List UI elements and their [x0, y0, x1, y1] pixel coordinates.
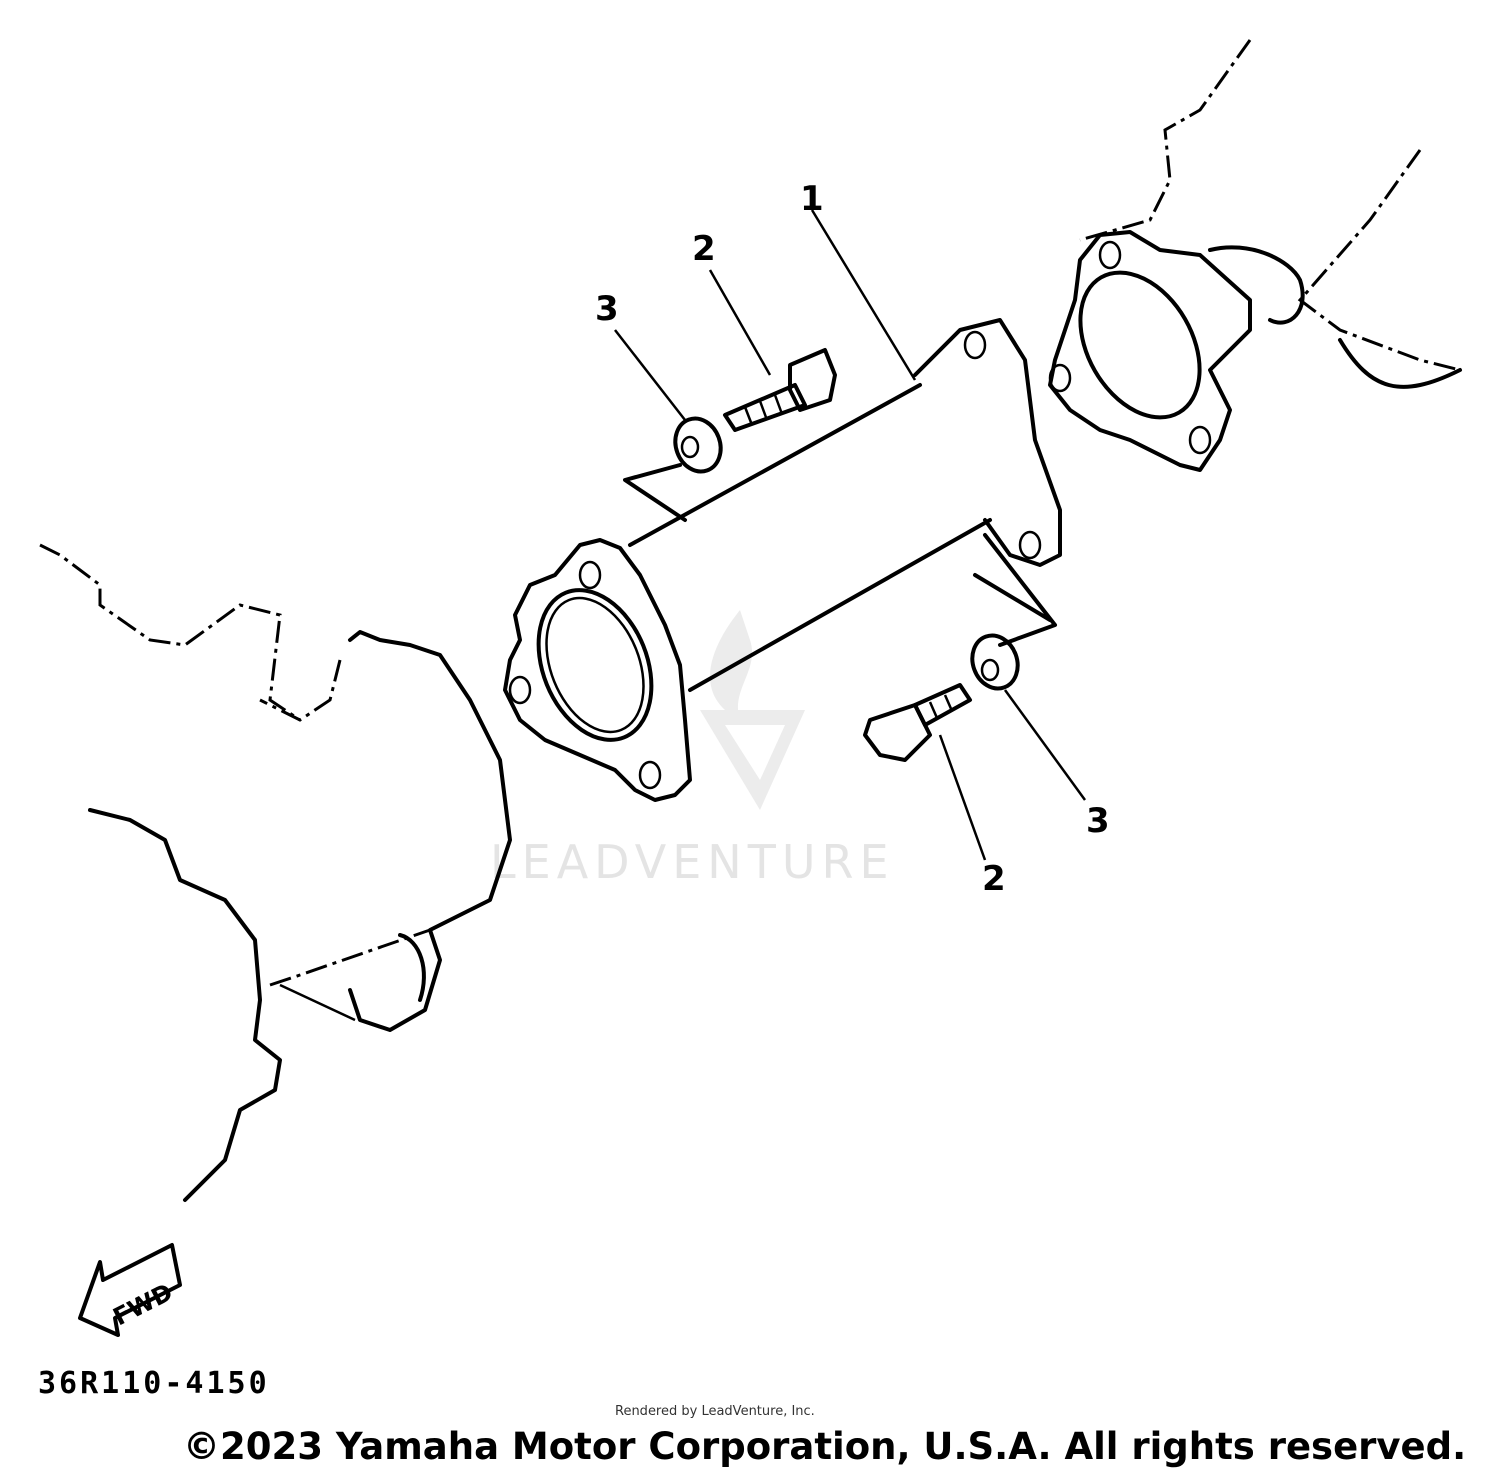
engine-left-outline — [39, 543, 512, 1202]
engine-right-outline — [1048, 39, 1462, 472]
leader-lines — [614, 209, 1087, 861]
fwd-label: FWD — [109, 1278, 178, 1331]
bolt-lower[interactable] — [863, 683, 972, 762]
watermark-text: LEADVENTURE — [490, 835, 895, 889]
callout-2-lower: 2 — [982, 859, 1006, 899]
callout-2-upper: 2 — [692, 229, 716, 269]
pipe-part-1[interactable] — [503, 318, 1062, 802]
assembly-line-upper — [623, 463, 687, 522]
callout-3-upper: 3 — [595, 289, 619, 329]
washer-lower[interactable] — [965, 629, 1025, 695]
render-credit: Rendered by LeadVenture, Inc. — [615, 1404, 815, 1419]
callout-3-lower: 3 — [1086, 801, 1110, 841]
copyright-notice: ©2023 Yamaha Motor Corporation, U.S.A. A… — [183, 1425, 1467, 1468]
washer-upper[interactable] — [668, 412, 728, 478]
forward-arrow-icon: FWD — [78, 1243, 182, 1337]
callout-1: 1 — [800, 179, 824, 219]
assembly-line-lower — [973, 533, 1057, 647]
drawing-code: 36R110-4150 — [38, 1366, 270, 1401]
bolt-upper[interactable] — [723, 348, 837, 432]
watermark-logo: LEADVENTURE — [490, 610, 895, 889]
